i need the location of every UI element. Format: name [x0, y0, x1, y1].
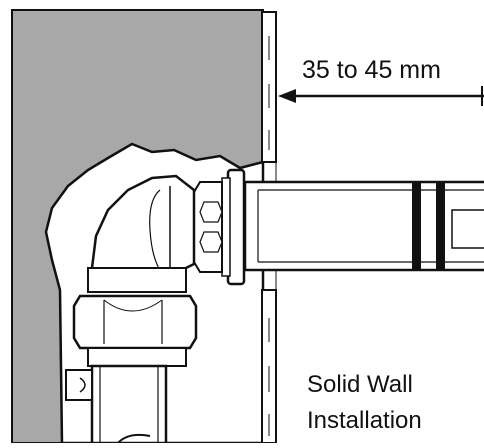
compression-nut [72, 294, 198, 350]
o-ring-seal [436, 182, 445, 270]
compression-collar [87, 267, 187, 293]
o-ring-seal [412, 182, 421, 270]
caption-installation: Installation [307, 407, 422, 434]
dimension-arrowhead [278, 89, 296, 103]
dimension-label: 35 to 45 mm [302, 56, 441, 84]
horizontal-pipe [243, 180, 484, 272]
vertical-pipe [90, 364, 168, 445]
side-fitting [65, 369, 93, 401]
hex-nut [193, 181, 223, 273]
caption-solid-wall: Solid Wall [307, 371, 413, 398]
